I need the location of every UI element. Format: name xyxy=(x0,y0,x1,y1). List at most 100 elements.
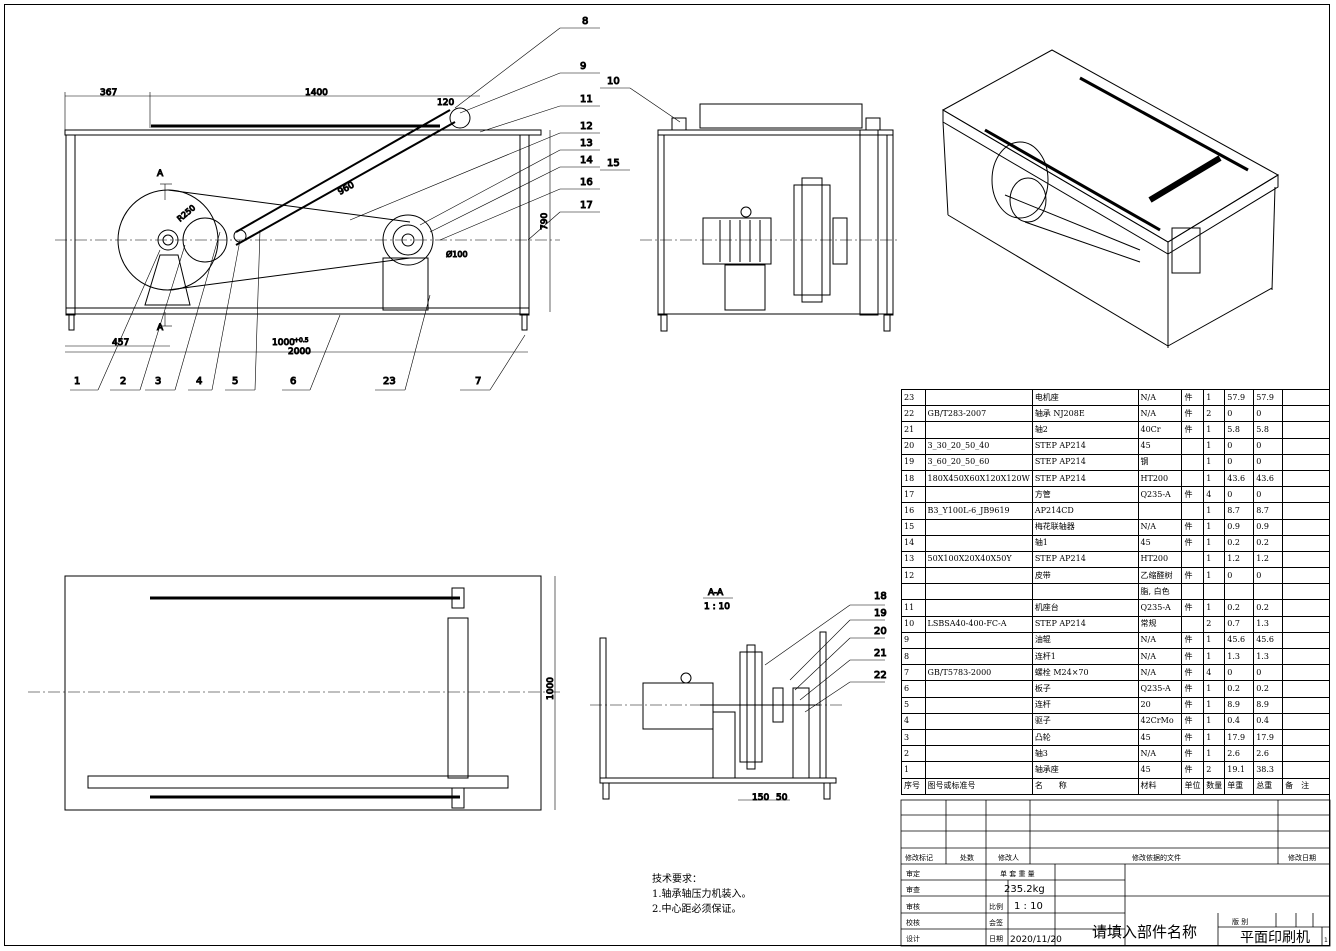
callout-7: 7 xyxy=(475,376,481,387)
bom-cell xyxy=(1282,550,1330,569)
bom-cell: 38.3 xyxy=(1253,761,1284,779)
bom-cell: 件 xyxy=(1181,696,1205,714)
drawing-frame xyxy=(4,4,1330,946)
bom-cell: 1 xyxy=(1203,567,1226,585)
bom-cell: 件 xyxy=(1181,631,1205,650)
bom-cell: 8.7 xyxy=(1224,502,1255,520)
bom-cell xyxy=(1282,486,1330,504)
bom-cell: 板子 xyxy=(1031,680,1139,698)
bom-cell: 件 xyxy=(1181,567,1205,585)
bom-cell: 45 xyxy=(1137,437,1183,455)
label-basis: 修改依据的文件 xyxy=(1132,853,1181,862)
bom-cell: 1 xyxy=(1203,712,1226,730)
bom-cell: 1 xyxy=(1203,388,1226,407)
bom-cell: 件 xyxy=(1181,534,1205,552)
label-scale: 比例 xyxy=(989,902,1003,911)
bom-cell: 22 xyxy=(901,405,926,423)
bom-cell: 1.2 xyxy=(1253,550,1284,569)
bom-cell: 连杆 xyxy=(1031,696,1139,714)
callout-14: 14 xyxy=(580,155,593,166)
bom-cell xyxy=(1282,388,1330,407)
bom-header-row: 序号图号或标准号名 称材料单位数量单重总重备 注 xyxy=(901,777,1330,795)
section-title: A-A xyxy=(708,588,724,598)
weight-value: 235.2kg xyxy=(1004,884,1045,895)
bom-cell: 1.2 xyxy=(1224,550,1255,569)
bom-cell: 14 xyxy=(901,534,926,552)
bom-cell: 0.2 xyxy=(1253,534,1284,552)
bom-cell: 方管 xyxy=(1031,486,1139,504)
bom-cell xyxy=(924,728,1033,747)
dim-1000: 1000 xyxy=(272,338,295,348)
bom-cell: 0 xyxy=(1253,437,1284,455)
bom-cell: 18 xyxy=(901,469,926,488)
bom-cell: 数量 xyxy=(1203,777,1226,795)
bom-cell xyxy=(1224,583,1255,601)
bom-cell xyxy=(1253,583,1284,601)
bom-cell: 57.9 xyxy=(1224,388,1255,407)
bom-cell: 2 xyxy=(901,745,926,763)
bom-cell: 0.4 xyxy=(1224,712,1255,730)
bom-cell: 4 xyxy=(1203,664,1226,682)
bom-cell: N/A xyxy=(1137,631,1183,650)
bom-cell: 10 xyxy=(901,615,926,633)
bom-cell: 0 xyxy=(1253,486,1284,504)
bom-cell: 11 xyxy=(901,599,926,617)
bom-cell: 20 xyxy=(1137,696,1183,714)
bom-cell: 1 xyxy=(901,761,926,779)
tech-title: 技术要求： xyxy=(652,874,702,885)
bom-cell: 19.1 xyxy=(1224,761,1255,779)
callout-23: 23 xyxy=(383,376,396,387)
bom-cell: 4 xyxy=(901,712,926,730)
callout-15: 15 xyxy=(607,158,620,169)
bom-cell: 1 xyxy=(1203,534,1226,552)
bom-cell: 1 xyxy=(1203,728,1226,747)
bom-cell: 件 xyxy=(1181,599,1205,617)
bom-cell: 0.4 xyxy=(1253,712,1284,730)
top-view xyxy=(28,575,560,811)
page-number: 1 xyxy=(1324,937,1328,944)
bom-cell xyxy=(1282,745,1330,763)
label-mod-mark: 修改标记 xyxy=(905,853,933,862)
bom-cell: N/A xyxy=(1137,405,1183,423)
dim-120: 120 xyxy=(437,98,454,108)
technical-requirements: 技术要求： 1.轴承轴压力机装入。 2.中心距必须保证。 xyxy=(652,872,752,917)
bom-cell: 45 xyxy=(1137,761,1183,779)
callout-21: 21 xyxy=(874,648,887,659)
label-audit: 审核 xyxy=(906,902,920,911)
bom-cell: 8.7 xyxy=(1253,502,1284,520)
bom-cell xyxy=(924,583,1033,601)
bom-cell: N/A xyxy=(1137,664,1183,682)
bom-cell: 1.3 xyxy=(1253,615,1284,633)
title-block-grid xyxy=(900,799,1331,947)
dim-790: 790 xyxy=(540,213,550,230)
bom-cell: N/A xyxy=(1137,745,1183,763)
bom-cell: 皮带 xyxy=(1031,567,1139,585)
bom-cell xyxy=(924,599,1033,617)
bom-cell: 驱子 xyxy=(1031,712,1139,730)
bom-cell: 0 xyxy=(1224,486,1255,504)
bom-cell xyxy=(1282,518,1330,536)
callout-20: 20 xyxy=(874,626,887,637)
bom-cell: 1 xyxy=(1203,502,1226,520)
bom-cell: STEP AP214 xyxy=(1031,469,1139,488)
bom-cell: 凸轮 xyxy=(1031,728,1139,747)
bom-cell: 1 xyxy=(1203,469,1226,488)
bom-cell xyxy=(1181,550,1205,569)
callout-4: 4 xyxy=(196,376,202,387)
bom-cell: 0 xyxy=(1253,453,1284,471)
bom-cell: 20 xyxy=(901,437,926,455)
bom-cell xyxy=(924,388,1033,407)
bom-cell xyxy=(924,631,1033,650)
callout-11: 11 xyxy=(580,94,593,105)
tech-item-2: 2.中心距必须保证。 xyxy=(652,904,742,915)
bom-cell: 乙缩醛树 xyxy=(1137,567,1183,585)
bom-cell xyxy=(924,696,1033,714)
bom-cell xyxy=(924,761,1033,779)
